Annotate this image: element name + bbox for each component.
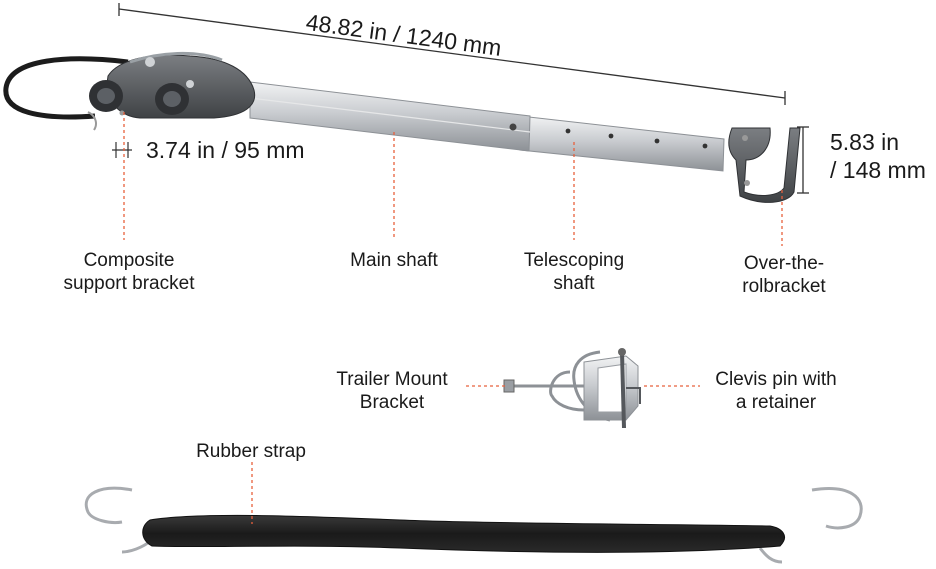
support-arm-illustration [3,52,801,203]
rolbracket-height-label: 5.83 in / 148 mm [830,128,926,184]
label-clevis-pin: Clevis pin with a retainer [696,368,856,414]
label-composite-line2: support bracket [63,273,195,294]
trailer-mount-bracket-illustration [503,348,641,429]
rolbracket-height-dimension [797,126,809,194]
label-main-shaft: Main shaft [324,249,464,272]
label-clevis-line1: Clevis pin with [715,369,837,390]
label-telescoping-line2: shaft [553,273,595,294]
overall-length-dimension [118,3,786,105]
label-over-the-rolbracket: Over-the- rolbracket [714,252,854,298]
label-over-the-line1: Over-the- [743,253,825,274]
bracket-width-label: 3.74 in / 95 mm [146,137,305,163]
label-over-the-line2: rolbracket [742,276,826,297]
label-trailer-mount-line2: Bracket [359,392,425,413]
rubber-strap-illustration [84,486,863,564]
label-composite-support-bracket: Composite support bracket [44,249,214,295]
label-trailer-mount-line1: Trailer Mount [336,369,448,390]
label-rubber-strap-line1: Rubber strap [196,441,306,462]
label-trailer-mount-bracket: Trailer Mount Bracket [322,368,462,414]
label-composite-line1: Composite [83,250,175,271]
rolbracket-height-line1: 5.83 in [830,129,900,155]
label-telescoping-line1: Telescoping [523,250,625,271]
label-main-shaft-line1: Main shaft [350,250,438,271]
rolbracket-height-line2: / 148 mm [830,157,926,183]
bracket-width-dimension [112,142,132,158]
label-telescoping-shaft: Telescoping shaft [504,249,644,295]
leader-lines [123,112,783,524]
label-rubber-strap: Rubber strap [176,440,326,463]
label-clevis-line2: a retainer [735,392,817,413]
